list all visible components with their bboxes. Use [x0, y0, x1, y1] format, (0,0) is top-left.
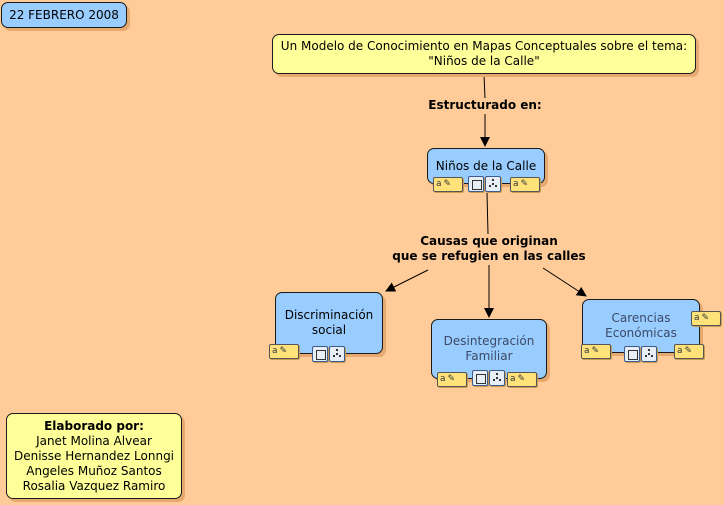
author-1: Janet Molina Alvear: [36, 433, 152, 448]
date-label: 22 FEBRERO 2008: [1, 2, 127, 28]
annotation-note-icon[interactable]: a: [510, 177, 540, 192]
concept-desintegracion[interactable]: Desintegración Familiar: [431, 319, 547, 379]
link-causes[interactable]: Causas que originan que se refugien en l…: [380, 234, 598, 264]
date-text: 22 FEBRERO 2008: [9, 7, 119, 22]
document-resource-icon[interactable]: [468, 176, 484, 192]
author-2: Denisse Hernandez Lonngi: [13, 448, 175, 463]
link-causes-line1: Causas que originan: [420, 234, 558, 248]
title-concept[interactable]: Un Modelo de Conocimiento en Mapas Conce…: [272, 34, 696, 74]
connector-central-link: [486, 192, 489, 235]
central-label: Niños de la Calle: [435, 158, 537, 173]
concept-map-resource-icon[interactable]: [489, 370, 505, 386]
title-line1: Un Modelo de Conocimiento en Mapas Conce…: [280, 39, 688, 53]
concept-map-resource-icon[interactable]: [329, 346, 345, 362]
annotation-note-icon[interactable]: a: [269, 344, 299, 359]
author-4: Rosalia Vazquez Ramiro: [22, 478, 166, 493]
annotation-note-icon[interactable]: a: [433, 177, 463, 192]
title-line2: "Niños de la Calle": [428, 54, 540, 68]
cause-3-line2: Económicas: [605, 326, 677, 340]
arrow-to-carencias: [542, 267, 587, 297]
link-causes-line2: que se refugien en las calles: [392, 249, 586, 263]
link-structured[interactable]: Estructurado en:: [428, 98, 542, 112]
cause-2-line2: Familiar: [465, 349, 513, 363]
annotation-note-icon[interactable]: a: [581, 344, 611, 359]
concept-map-resource-icon[interactable]: [641, 346, 657, 362]
document-resource-icon[interactable]: [624, 346, 640, 362]
credits-box: Elaborado por: Janet Molina Alvear Denis…: [6, 413, 182, 499]
author-3: Angeles Muñoz Santos: [26, 463, 162, 478]
annotation-note-icon[interactable]: a: [674, 344, 704, 359]
cause-2-line1: Desintegración: [443, 334, 535, 348]
cause-1-line2: social: [311, 323, 347, 337]
document-resource-icon[interactable]: [472, 370, 488, 386]
cause-1-line1: Discriminación: [284, 308, 374, 322]
concept-map-resource-icon[interactable]: [485, 176, 501, 192]
arrow-to-discriminacion: [385, 269, 429, 292]
cause-3-line1: Carencias: [611, 311, 671, 325]
annotation-note-icon[interactable]: a: [437, 372, 467, 387]
annotation-note-icon[interactable]: a: [507, 372, 537, 387]
annotation-note-icon[interactable]: a: [691, 311, 721, 326]
document-resource-icon[interactable]: [312, 346, 328, 362]
connector-title-link: [483, 74, 486, 99]
credits-heading: Elaborado por:: [44, 418, 144, 433]
